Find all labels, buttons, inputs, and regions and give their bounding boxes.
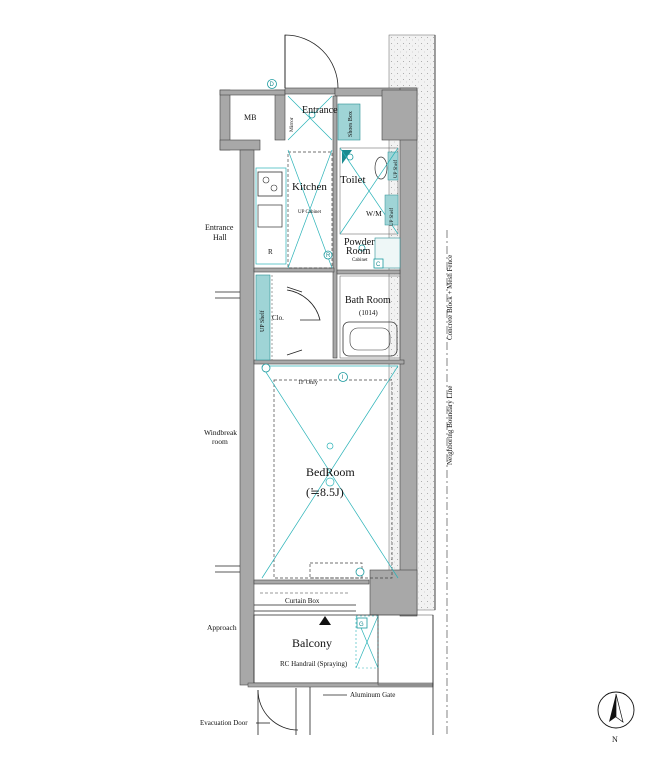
label-windbreak-1: Windbreak (204, 428, 237, 437)
svg-text:R: R (326, 253, 331, 259)
svg-text:I: I (342, 375, 344, 381)
label-1f-only: 1F Only (298, 380, 318, 386)
entrance-door (284, 34, 339, 89)
label-cabinet: Cabinet (352, 258, 368, 263)
label-shoes-box: Shoes Box (348, 111, 354, 137)
label-entrance-hall-2: Hall (213, 233, 228, 242)
label-r: R (268, 248, 273, 256)
label-aluminum-gate: Aluminum Gate (350, 691, 395, 699)
label-north: N (612, 735, 618, 744)
label-toilet: Toilet (340, 174, 366, 186)
label-kitchen: Kitchen (292, 181, 327, 193)
marker-i: I (338, 372, 348, 382)
label-windbreak-2: room (212, 437, 228, 446)
marker-g: G (356, 617, 368, 629)
north-arrow-icon (597, 691, 635, 729)
label-entrance-hall-1: Entrance (205, 223, 234, 232)
marker-powder (358, 244, 366, 252)
stove (257, 171, 283, 197)
label-approach: Approach (207, 623, 237, 632)
label-mirror: Mirror (289, 117, 295, 132)
approach-arrow (319, 616, 331, 625)
label-balcony: Balcony (292, 636, 332, 650)
label-rc-handrail: RC Handrail (Spraying) (280, 660, 348, 668)
sink (257, 204, 283, 228)
label-powder: Powder (344, 237, 375, 248)
svg-text:D: D (270, 82, 275, 88)
label-boundary: Neighboring Boundary Line (446, 386, 454, 465)
marker-r: R (323, 250, 333, 260)
marker-left (261, 363, 271, 373)
marker-c: C (373, 258, 384, 269)
shoes-box (337, 103, 361, 141)
label-wm: W/M (366, 209, 382, 218)
label-evacuation-door: Evacuation Door (200, 719, 248, 727)
marker-entrance (308, 111, 316, 119)
label-bedroom: BedRoom (306, 465, 355, 479)
label-up-cabinet: UP Cabinet (298, 210, 322, 215)
label-fence: Concrete Block + Mesh Fence (446, 255, 454, 340)
label-up-shelf-mid: UP Shelf (390, 208, 395, 226)
label-mb: MB (244, 113, 256, 122)
marker-bed (355, 567, 365, 577)
svg-text:C: C (376, 262, 381, 268)
kitchen-ceiling-lines (287, 95, 333, 269)
label-bath-room: Bath Room (345, 295, 391, 306)
walls (219, 87, 418, 686)
marker-toilet (346, 153, 354, 161)
label-bath-size: (1014) (359, 309, 378, 317)
label-bedroom-size: (≒8.5J) (306, 485, 344, 499)
label-entrance: Entrance (302, 105, 338, 116)
label-curtain-box: Curtain Box (285, 597, 320, 605)
closet-shelf (255, 274, 271, 361)
label-closet: Clo. (272, 314, 284, 322)
marker-d: D (267, 79, 277, 89)
toilet-bowl (374, 156, 388, 180)
bathtub (342, 321, 398, 357)
label-room: Room (346, 246, 371, 257)
svg-text:G: G (359, 622, 364, 628)
label-up-shelf-top: UP Shelf (394, 160, 399, 178)
label-up-shelf-closet: UP Shelf (259, 310, 266, 332)
